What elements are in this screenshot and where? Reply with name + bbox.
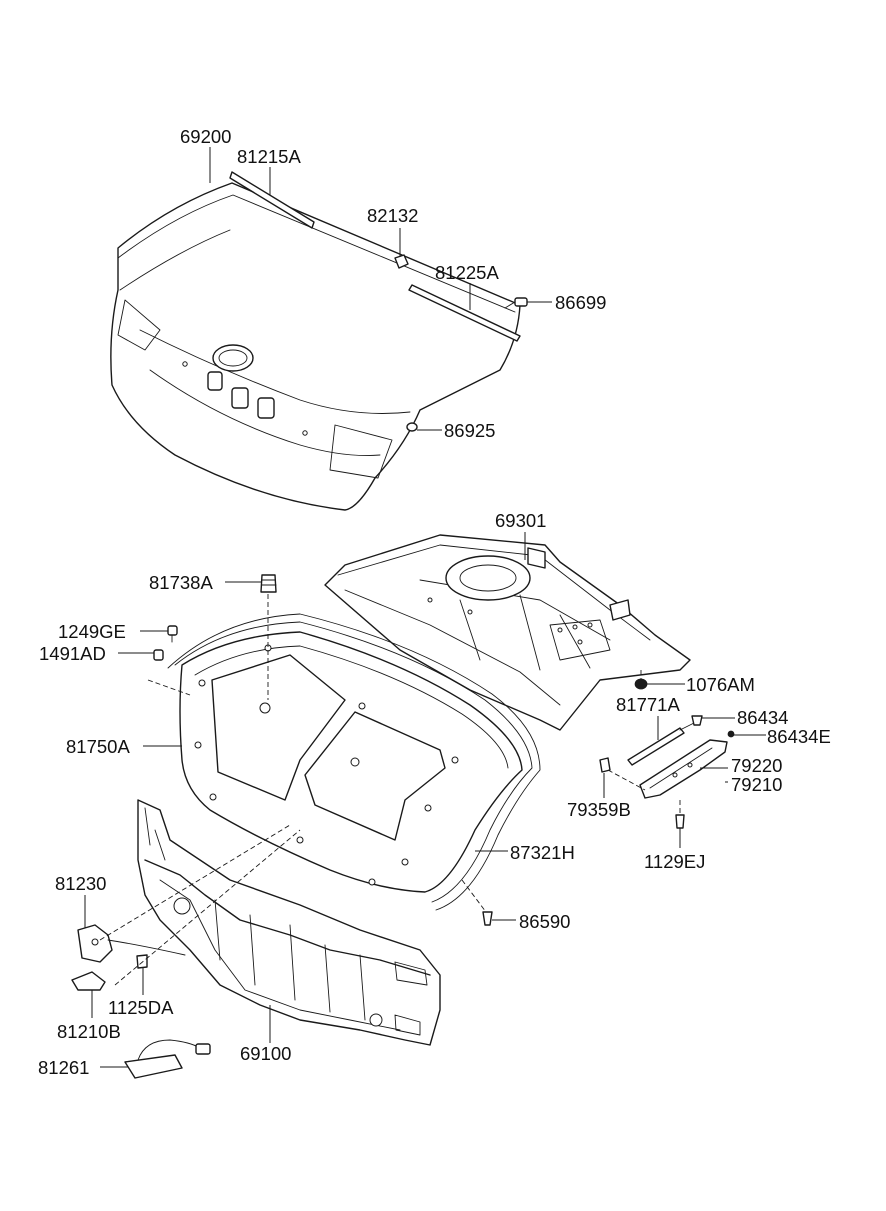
- label-79210: 79210: [731, 774, 782, 795]
- label-79220: 79220: [731, 755, 782, 776]
- label-87321H: 87321H: [510, 842, 575, 863]
- label-86699: 86699: [555, 292, 606, 313]
- bumper-81738A: [260, 574, 277, 593]
- clip-82132: [394, 254, 409, 269]
- leader-lines: [84, 147, 766, 1068]
- label-69100: 69100: [240, 1043, 291, 1064]
- label-79359B: 79359B: [567, 799, 631, 820]
- label-81771A: 81771A: [616, 694, 680, 715]
- grommet-1076AM: [634, 678, 648, 690]
- label-69301: 69301: [495, 510, 546, 531]
- bolt-79359B: [599, 757, 611, 773]
- trim-panel-81750A: [179, 631, 523, 893]
- label-81215A: 81215A: [237, 146, 301, 167]
- part-labels: 69200 81215A 82132 81225A 86699 86925 69…: [38, 126, 831, 1078]
- bolt-1129EJ: [675, 814, 685, 829]
- label-81225A: 81225A: [435, 262, 499, 283]
- bolt-1125DA: [136, 954, 148, 969]
- label-86590: 86590: [519, 911, 570, 932]
- label-1249GE: 1249GE: [58, 621, 126, 642]
- package-tray-69301: [324, 534, 691, 731]
- switch-81261: [124, 1039, 211, 1079]
- striker-81210B: [71, 971, 106, 991]
- label-81750A: 81750A: [66, 736, 130, 757]
- label-82132: 82132: [367, 205, 418, 226]
- label-86925: 86925: [444, 420, 495, 441]
- plug-86925: [406, 422, 418, 432]
- latch-81230: [77, 924, 186, 963]
- hinge-79220-79210: [639, 739, 728, 799]
- cap-86434E: [727, 730, 735, 738]
- clip-86590: [482, 911, 493, 926]
- inner-panel-69100: [137, 799, 441, 1046]
- label-81210B: 81210B: [57, 1021, 121, 1042]
- label-1129EJ: 1129EJ: [644, 851, 705, 872]
- label-1491AD: 1491AD: [39, 643, 106, 664]
- assembly-lines: [99, 594, 681, 986]
- label-86434: 86434: [737, 707, 788, 728]
- label-81261: 81261: [38, 1057, 89, 1078]
- trunk-lid-69200: [110, 182, 521, 511]
- bolt-1249GE: [167, 625, 178, 643]
- label-1125DA: 1125DA: [108, 997, 174, 1018]
- label-1076AM: 1076AM: [686, 674, 755, 695]
- weatherstrip-81215A: [229, 171, 315, 229]
- nut-1491AD: [153, 649, 164, 661]
- label-69200: 69200: [180, 126, 231, 147]
- cap-86434: [691, 715, 703, 726]
- label-81230: 81230: [55, 873, 106, 894]
- label-86434E: 86434E: [767, 726, 831, 747]
- label-81738A: 81738A: [149, 572, 213, 593]
- weatherstrip-87321H: [167, 613, 541, 911]
- weatherstrip-81225A: [408, 284, 521, 342]
